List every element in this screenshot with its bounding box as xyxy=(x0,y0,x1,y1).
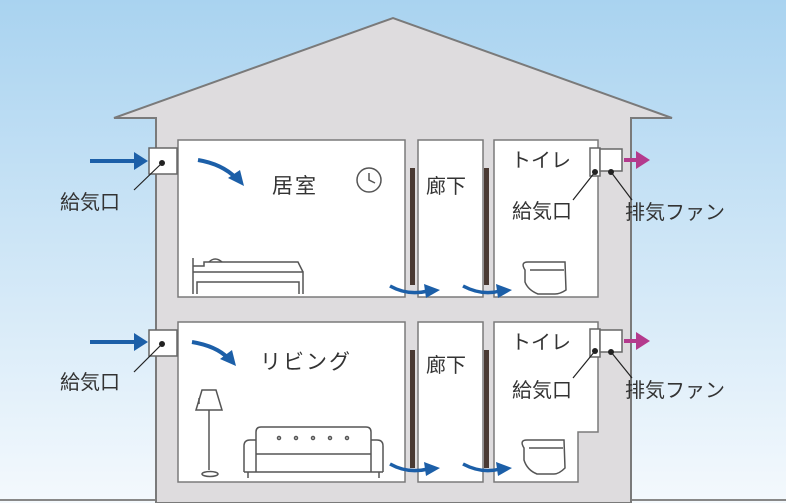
hallway-label-lower: 廊下 xyxy=(426,353,466,377)
bed-icon xyxy=(192,258,304,294)
undercut-flow-upper-1 xyxy=(389,284,440,298)
room-hallway-lower xyxy=(417,321,484,483)
pillar-lower-right xyxy=(484,350,489,468)
undercut-flow-upper-2 xyxy=(462,284,512,298)
airflow-curve-bedroom xyxy=(197,158,244,186)
supply-vent-label-lower-left: 給気口 xyxy=(60,370,120,394)
room-toilet-upper xyxy=(493,139,599,298)
pillar-upper-right xyxy=(484,168,489,285)
toilet-icon xyxy=(521,439,566,475)
room-toilet-lower xyxy=(493,321,599,483)
room-label-bedroom: 居室 xyxy=(272,174,318,198)
pillar-upper-left xyxy=(410,168,415,285)
hallway-label-upper: 廊下 xyxy=(426,174,466,198)
inflow-arrow-upper xyxy=(90,152,148,170)
exhaust-fan-label-lower: 排気ファン xyxy=(625,378,725,402)
room-hallway-upper xyxy=(417,139,484,298)
airflow-curve-living xyxy=(191,340,236,366)
pillar-lower-left xyxy=(410,350,415,468)
clock-icon xyxy=(356,167,382,193)
toilet-label-upper: トイレ xyxy=(511,148,571,172)
floor-lamp-icon xyxy=(194,389,224,478)
sofa-icon xyxy=(243,426,384,478)
exhaust-arrow-upper xyxy=(624,151,650,169)
supply-vent-label-lower-right: 給気口 xyxy=(512,378,572,402)
supply-vent-label-upper-right: 給気口 xyxy=(512,199,572,223)
inflow-arrow-lower xyxy=(90,333,148,351)
supply-vent-label-upper-left: 給気口 xyxy=(60,190,120,214)
exhaust-fan-lower xyxy=(599,329,623,353)
toilet-icon xyxy=(522,261,567,295)
undercut-flow-lower-1 xyxy=(389,462,440,476)
room-label-living: リビング xyxy=(260,350,352,374)
exhaust-fan-label-upper: 排気ファン xyxy=(625,200,725,224)
exhaust-arrow-lower xyxy=(624,332,650,350)
undercut-flow-lower-2 xyxy=(462,462,512,476)
exhaust-fan-upper xyxy=(599,148,623,172)
toilet-label-lower: トイレ xyxy=(511,330,571,354)
